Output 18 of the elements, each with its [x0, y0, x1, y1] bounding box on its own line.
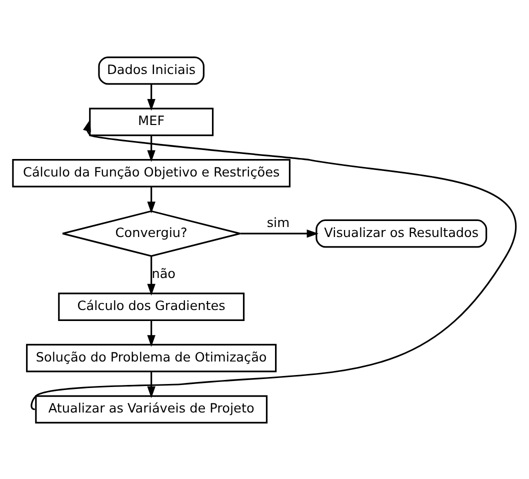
edge-label: não [152, 266, 176, 282]
arrow [147, 256, 156, 296]
arrow [147, 84, 156, 110]
node-box: MEF [89, 107, 214, 136]
node-box: Solução do Problema de Otimização [26, 343, 277, 372]
node-diamond: Convergiu? [62, 210, 241, 256]
arrow [147, 134, 156, 162]
node-box: Dados Iniciais [98, 56, 204, 84]
arrow [240, 228, 319, 238]
node-box: Cálculo da Função Objetivo e Restrições [12, 158, 291, 187]
node-box: Cálculo dos Gradientes [58, 292, 245, 320]
arrow [147, 186, 156, 213]
node-box: Visualizar os Resultados [316, 218, 488, 248]
arrow [147, 371, 156, 398]
node-box: Atualizar as Variáveis de Projeto [35, 394, 268, 424]
arrow [32, 119, 516, 410]
arrow [147, 320, 156, 346]
edge-label: sim [266, 215, 290, 230]
